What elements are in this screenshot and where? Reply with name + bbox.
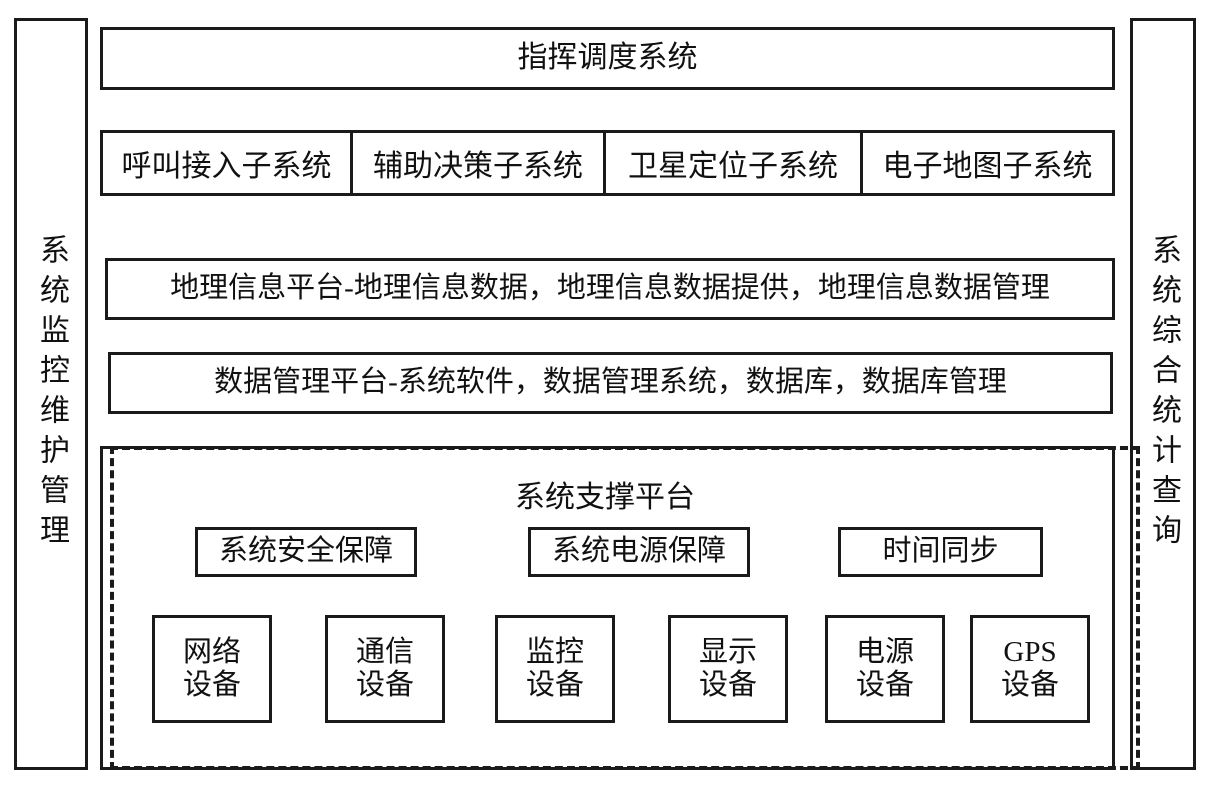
device-label-line2: 设备 [182,669,241,701]
device-label-line2: 设备 [855,669,914,701]
device-label-line2: 设备 [1000,669,1059,701]
device-label-line1: 监控 [525,635,584,668]
right-pillar-label: 系统综合统计查询 [1147,234,1180,554]
support-platform-title-wrap: 系统支撑平台 [0,472,1210,516]
device-label-line1: 显示 [698,635,757,668]
subsystem-label: 辅助决策子系统 [373,150,583,183]
device-label-line2: 设备 [355,669,414,701]
subsystem-label: 卫星定位子系统 [628,150,838,183]
subsystem-divider [350,133,353,193]
device-monitoring-box[interactable]: 监控 设备 [495,615,615,723]
device-display-box[interactable]: 显示 设备 [668,615,788,723]
device-communication-box[interactable]: 通信 设备 [325,615,445,723]
device-label-line1: 网络 [182,635,241,668]
gis-platform-box[interactable]: 地理信息平台-地理信息数据，地理信息数据提供，地理信息数据管理 [105,258,1115,320]
device-network-box[interactable]: 网络 设备 [152,615,272,723]
device-label-line1: 通信 [355,635,414,668]
subsystem-electronic-map[interactable]: 电子地图子系统 [863,133,1112,193]
gis-platform-label: 地理信息平台-地理信息数据，地理信息数据提供，地理信息数据管理 [170,272,1050,305]
guarantee-label: 系统安全保障 [218,535,393,568]
guarantee-label: 时间同步 [882,535,999,568]
subsystem-call-access[interactable]: 呼叫接入子系统 [103,133,350,193]
subsystem-divider [860,133,863,193]
title-box[interactable]: 指挥调度系统 [100,27,1115,90]
device-label-line2: 设备 [698,669,757,701]
page-title: 指挥调度系统 [517,41,698,75]
subsystem-label: 呼叫接入子系统 [121,150,332,183]
device-label-line1: 电源 [855,635,914,668]
right-vertical-pillar[interactable]: 系统综合统计查询 [1130,18,1196,770]
left-pillar-label: 系统监控维护管理 [35,234,68,554]
guarantee-time-sync-box[interactable]: 时间同步 [838,527,1043,577]
device-label-line2: 设备 [525,669,584,701]
left-vertical-pillar[interactable]: 系统监控维护管理 [14,18,88,770]
device-label-line1: GPS [1003,635,1057,668]
data-platform-box[interactable]: 数据管理平台-系统软件，数据管理系统，数据库，数据库管理 [108,352,1113,414]
device-power-box[interactable]: 电源 设备 [825,615,945,723]
subsystem-divider [603,133,606,193]
guarantee-security-box[interactable]: 系统安全保障 [195,527,417,577]
data-platform-label: 数据管理平台-系统软件，数据管理系统，数据库，数据库管理 [214,366,1007,399]
device-gps-box[interactable]: GPS 设备 [970,615,1090,723]
subsystem-satellite-positioning[interactable]: 卫星定位子系统 [606,133,860,193]
guarantee-label: 系统电源保障 [551,535,726,568]
guarantee-power-box[interactable]: 系统电源保障 [528,527,750,577]
subsystem-decision-support[interactable]: 辅助决策子系统 [353,133,603,193]
support-platform-title: 系统支撑平台 [515,481,695,514]
subsystem-label: 电子地图子系统 [882,150,1093,183]
